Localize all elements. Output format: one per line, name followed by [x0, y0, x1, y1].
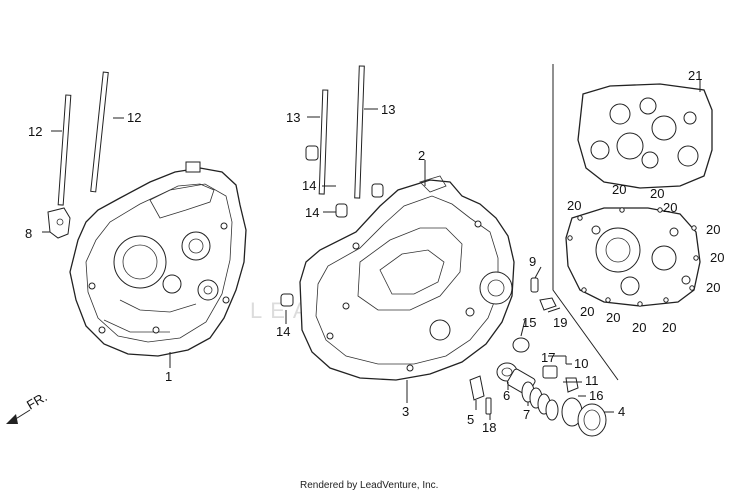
label-3: 3	[402, 404, 409, 419]
label-5: 5	[467, 412, 474, 427]
left-crankcase	[69, 161, 247, 357]
label-20k: 20	[662, 320, 676, 335]
inset-divider-line	[552, 64, 619, 381]
label-12b: 12	[127, 110, 141, 125]
label-14c: 14	[276, 324, 290, 339]
label-15: 15	[522, 315, 536, 330]
label-9: 9	[529, 254, 536, 269]
front-direction-marker: FR.	[6, 389, 50, 424]
label-20f: 20	[710, 250, 724, 265]
label-14a: 14	[302, 178, 316, 193]
right-crankcase	[299, 175, 515, 381]
label-20b: 20	[650, 186, 664, 201]
label-4: 4	[618, 404, 625, 419]
dowel-pins-14	[280, 145, 384, 307]
label-20d: 20	[663, 200, 677, 215]
bracket-part-8	[47, 207, 71, 239]
stud-bolts-12	[57, 71, 109, 206]
label-8: 8	[25, 226, 32, 241]
label-18: 18	[482, 420, 496, 435]
label-7: 7	[523, 407, 530, 422]
label-20g: 20	[706, 280, 720, 295]
label-14b: 14	[305, 205, 319, 220]
crankcase-cover-21	[577, 83, 713, 189]
label-12a: 12	[28, 124, 42, 139]
label-17: 17	[541, 350, 555, 365]
label-20e: 20	[706, 222, 720, 237]
label-20i: 20	[606, 310, 620, 325]
label-11: 11	[585, 373, 599, 388]
label-19: 19	[553, 315, 567, 330]
label-13a: 13	[286, 110, 300, 125]
label-2: 2	[418, 148, 425, 163]
bolt-dots-20	[567, 207, 699, 307]
arrow-icon	[6, 414, 18, 424]
render-credit: Rendered by LeadVenture, Inc.	[300, 480, 438, 491]
leader-lines	[42, 80, 701, 420]
small-parts-9-19	[530, 277, 557, 311]
stud-bolts-13	[318, 65, 365, 199]
label-20c: 20	[567, 198, 581, 213]
label-13b: 13	[381, 102, 395, 117]
label-21: 21	[688, 68, 702, 83]
oil-filter-assembly	[469, 337, 607, 437]
label-10: 10	[574, 356, 588, 371]
label-20a: 20	[612, 182, 626, 197]
label-6: 6	[503, 388, 510, 403]
label-1: 1	[165, 369, 172, 384]
front-label: FR.	[24, 389, 50, 412]
label-20h: 20	[580, 304, 594, 319]
label-16: 16	[589, 388, 603, 403]
callout-labels: 12 12 13 13 2 8 1 3 14 14 14 9 19 15 17 …	[25, 68, 724, 435]
label-20j: 20	[632, 320, 646, 335]
cover-plate-20	[565, 207, 701, 307]
